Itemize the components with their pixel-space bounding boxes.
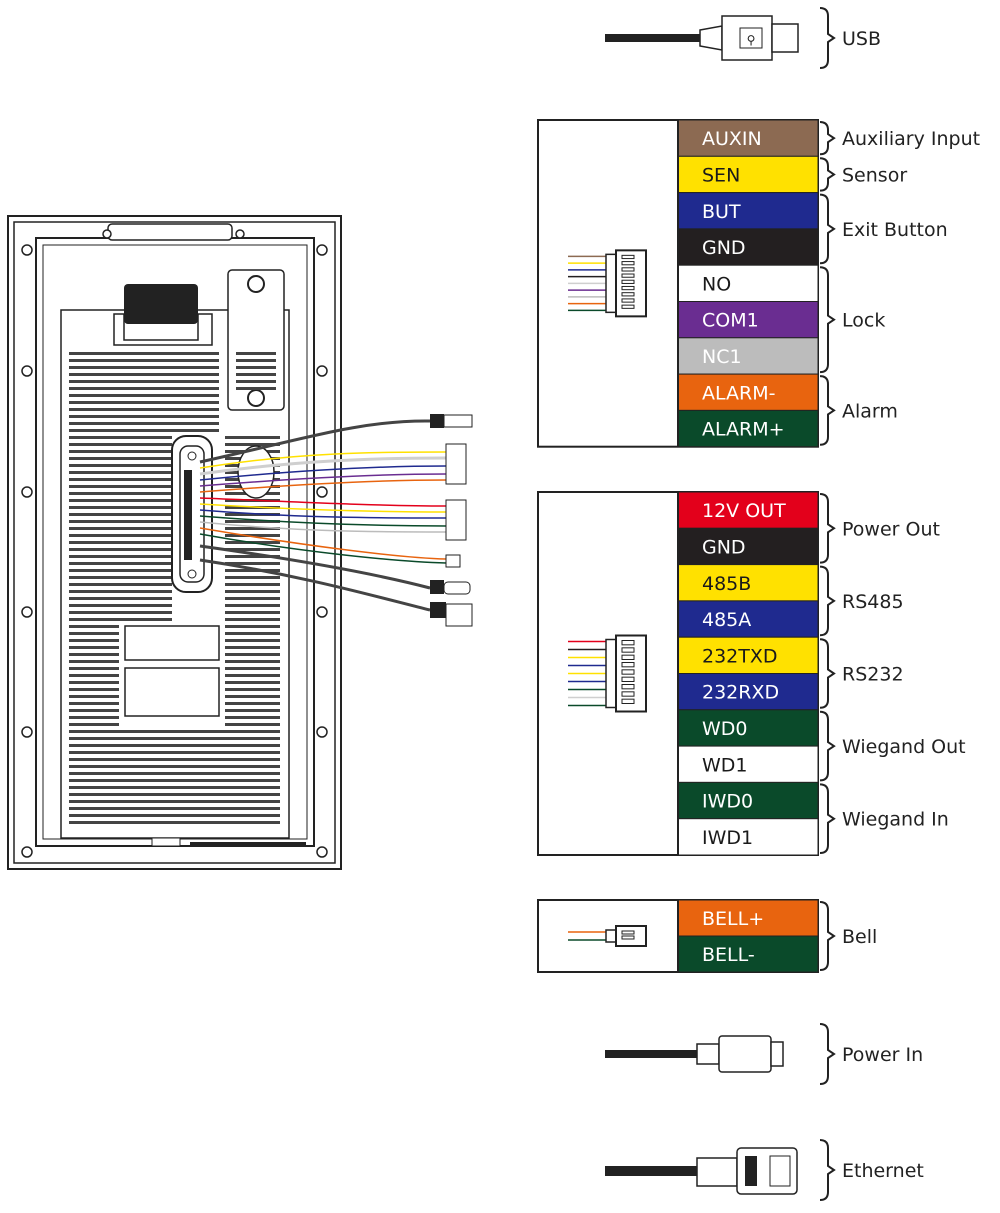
pin-label: WD1 — [702, 754, 748, 776]
group-label: Power In — [842, 1044, 923, 1066]
device-cables — [199, 414, 473, 627]
group-label: Lock — [842, 310, 885, 332]
ethernet-connector — [605, 1147, 798, 1195]
bracket-rs232: RS232 — [819, 638, 904, 709]
group-label: Alarm — [842, 400, 898, 422]
bracket-ethernet: Ethernet — [819, 1139, 924, 1201]
device-back-panel — [7, 215, 342, 870]
pin-label: 232TXD — [702, 645, 778, 667]
usb-symbol-icon: ⚲ — [747, 33, 756, 47]
pin-row: GND — [677, 228, 819, 266]
pin-label: AUXIN — [702, 128, 762, 150]
bracket-sensor: Sensor — [819, 157, 907, 192]
pin-label: BUT — [702, 201, 741, 223]
pin-row: NO — [677, 264, 819, 303]
bracket-bell: Bell — [819, 901, 877, 971]
group-label: Wiegand Out — [842, 736, 966, 758]
group-label: Auxiliary Input — [842, 128, 980, 150]
pin-label: WD0 — [702, 718, 748, 740]
pin-label: ALARM- — [702, 382, 775, 404]
pin-label: NO — [702, 273, 731, 295]
pin-row: IWD1 — [677, 818, 819, 856]
group-label: RS232 — [842, 664, 904, 686]
pin-row: 12V OUT — [677, 491, 819, 529]
pin-label: NC1 — [702, 346, 742, 368]
group-label: Ethernet — [842, 1160, 924, 1182]
pin-label: COM1 — [702, 310, 759, 332]
pin-row: 485B — [677, 564, 819, 602]
pin-label: BELL- — [702, 944, 755, 966]
bracket-power-out: Power Out — [819, 493, 940, 564]
pin-label: 485B — [702, 573, 751, 595]
pin-label: GND — [702, 536, 746, 558]
pin-row: ALARM+ — [677, 409, 819, 448]
bracket-usb: USB — [819, 7, 881, 69]
pin-label: GND — [702, 237, 746, 259]
pin-label: IWD1 — [702, 827, 753, 849]
power-connector — [605, 1035, 784, 1073]
group-label: USB — [842, 28, 881, 50]
pin-row: IWD0 — [677, 781, 819, 820]
bracket-alarm: Alarm — [819, 375, 898, 446]
bracket-power-in: Power In — [819, 1023, 923, 1085]
plug-icon — [568, 925, 647, 947]
pin-label: 12V OUT — [702, 500, 786, 522]
plug-icon — [568, 249, 647, 318]
pin-label: 232RXD — [702, 682, 779, 704]
bracket-lock: Lock — [819, 266, 885, 374]
pin-label: ALARM+ — [702, 419, 785, 441]
bracket-wiegand-in: Wiegand In — [819, 783, 949, 854]
bracket-wiegand-out: Wiegand Out — [819, 710, 966, 782]
bracket-exit-button: Exit Button — [819, 193, 948, 265]
pin-row: 232TXD — [677, 636, 819, 675]
pin-row: WD0 — [677, 709, 819, 747]
group-label: Exit Button — [842, 219, 948, 241]
usb-connector: ⚲ — [605, 15, 799, 61]
pin-label: BELL+ — [702, 908, 764, 930]
pin-row: COM1 — [677, 301, 819, 339]
pin-label: IWD0 — [702, 791, 753, 813]
pin-row: BELL- — [677, 935, 819, 973]
pin-row: WD1 — [677, 745, 819, 783]
pin-row: BUT — [677, 192, 819, 230]
pin-row: GND — [677, 527, 819, 566]
pin-label: SEN — [702, 164, 740, 186]
group-label: Power Out — [842, 518, 940, 540]
group-label: RS485 — [842, 591, 904, 613]
plug-icon — [568, 634, 647, 713]
bracket-rs485: RS485 — [819, 565, 904, 637]
block3-terminal-block: BELL+ BELL- — [537, 899, 819, 973]
bracket-auxiliary-input: Auxiliary Input — [819, 121, 980, 156]
pin-row: ALARM- — [677, 373, 819, 411]
group-label: Wiegand In — [842, 809, 949, 831]
group-label: Sensor — [842, 164, 907, 186]
block2-terminal-block: 12V OUT GND 485B 485A 232TXD 232RXD WD0WD1IWD0… — [537, 491, 819, 856]
pin-row: 485A — [677, 600, 819, 638]
pin-row: NC1 — [677, 337, 819, 375]
pin-row: 232RXD — [677, 673, 819, 711]
pin-row: SEN — [677, 155, 819, 194]
group-label: Bell — [842, 926, 877, 948]
pin-row: AUXIN — [677, 119, 819, 157]
pin-label: 485A — [702, 609, 751, 631]
pin-row: BELL+ — [677, 899, 819, 937]
